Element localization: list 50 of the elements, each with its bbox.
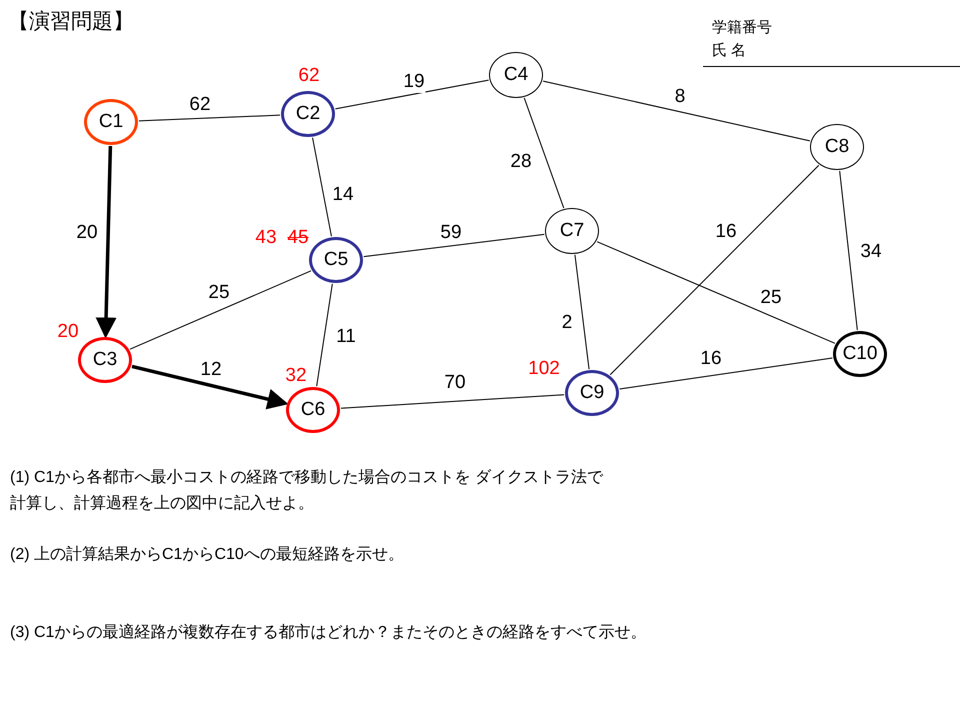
connector-line	[316, 283, 333, 387]
city-node	[78, 337, 132, 383]
question-text: (3) C1からの最適経路が複数存在する都市はどれか？またそのときの経路をすべて示せ。	[10, 622, 646, 643]
city-node	[489, 52, 543, 98]
node-label: C5	[324, 249, 348, 271]
node-label: C6	[300, 399, 326, 421]
node-label: C8	[824, 136, 850, 158]
arrow	[132, 364, 288, 410]
connector-line	[619, 358, 833, 390]
connector-line	[839, 170, 858, 331]
form-field-label: 学籍番号	[712, 18, 772, 38]
edge-label: 12	[199, 359, 223, 381]
connector-line	[312, 137, 332, 237]
node-label: C9	[580, 382, 604, 404]
connector-line	[574, 254, 590, 370]
node-label: C7	[560, 220, 584, 242]
connector-line	[138, 114, 281, 122]
city-node	[286, 387, 340, 433]
city-node	[833, 331, 887, 377]
cost-label: 102	[528, 358, 560, 380]
node-label: C4	[504, 64, 528, 86]
node-label: C3	[92, 349, 118, 371]
connector-line	[363, 234, 545, 258]
city-node	[281, 91, 335, 137]
connector-line	[542, 80, 810, 142]
edge-label: 19	[402, 71, 426, 93]
node-label: C1	[98, 111, 124, 133]
cost-label: 20	[57, 321, 79, 343]
city-node	[84, 99, 138, 145]
connector-line	[334, 80, 490, 110]
question-text: (2) 上の計算結果からC1からC10への最短経路を示せ。	[10, 544, 404, 565]
connector-line	[610, 164, 820, 376]
cost-label: 43	[255, 227, 277, 249]
form-field-label: 氏 名	[712, 41, 746, 61]
title: 【演習問題】	[8, 9, 134, 35]
node-label: C10	[842, 343, 878, 365]
cost-label: 32	[285, 365, 307, 387]
city-node	[565, 370, 619, 416]
connector-line	[130, 270, 312, 350]
connector-line	[596, 241, 836, 344]
connector-line	[340, 394, 565, 409]
question-text: (1) C1から各都市へ最小コストの経路で移動した場合のコストを ダイクストラ法で計算し、計算過程を上の図中に記入せよ。	[10, 468, 604, 514]
cost-label: 62	[298, 65, 320, 87]
connector-line	[524, 97, 564, 209]
node-label: C2	[296, 103, 320, 125]
arrow	[96, 146, 117, 338]
city-node	[545, 208, 599, 254]
struck-cost-label: 45	[287, 227, 309, 249]
city-node	[309, 237, 363, 283]
city-node	[810, 124, 864, 170]
